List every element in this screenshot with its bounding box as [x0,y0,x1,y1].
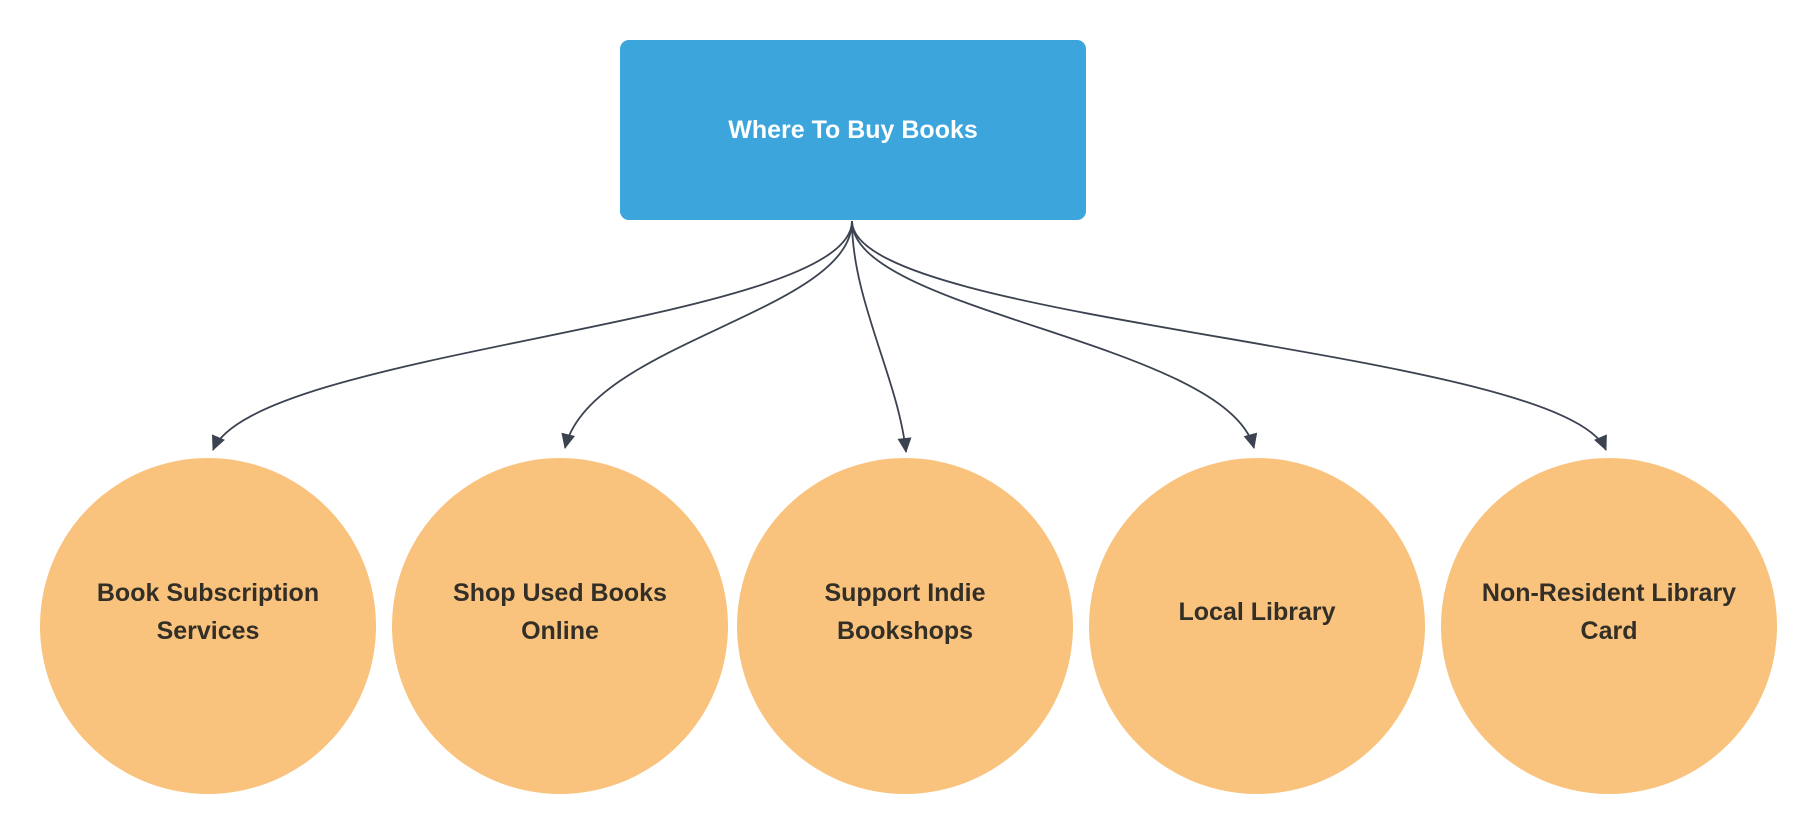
child-node-label: Non-Resident Library Card [1481,579,1737,645]
child-node-label: Local Library [1178,598,1336,626]
child-node-non-resident-library-card[interactable]: Non-Resident Library Card [1441,458,1777,794]
child-node-label: Shop Used Books Online [453,579,667,645]
root-node-where-to-buy-books[interactable]: Where To Buy Books [620,40,1086,220]
child-node-label: Book Subscription Services [96,579,320,645]
child-node-label: Support Indie Bookshops [824,579,986,645]
child-node-book-subscription-services[interactable]: Book Subscription Services [40,458,376,794]
connector-root-to-non-resident[interactable] [851,220,1607,451]
connector-root-to-local-library[interactable] [851,220,1258,449]
root-node-label: Where To Buy Books [728,115,978,144]
child-node-support-indie-bookshops[interactable]: Support Indie Bookshops [737,458,1073,794]
connector-root-to-shop-used-books[interactable] [561,220,853,449]
connector-root-to-book-subscription[interactable] [212,220,853,451]
child-node-shop-used-books-online[interactable]: Shop Used Books Online [392,458,728,794]
child-node-local-library[interactable]: Local Library [1089,458,1425,794]
connector-root-to-support-indie[interactable] [851,220,912,453]
